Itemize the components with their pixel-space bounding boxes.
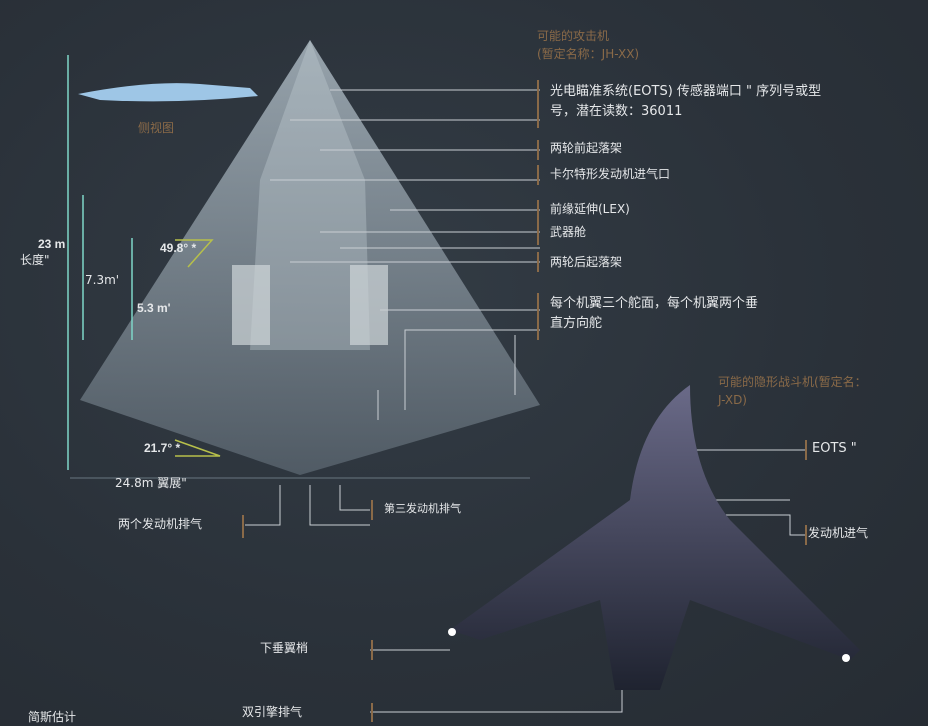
- dimension-arrows: [67, 55, 530, 479]
- length-value: 23 m: [38, 237, 66, 251]
- label-fighter-eots: EOTS ": [812, 441, 857, 456]
- label-fighter-intake: 发动机进气: [808, 526, 869, 540]
- fighter-subtitle: J-XD): [718, 393, 747, 407]
- side-view-silhouette: [78, 83, 258, 102]
- dim-5-3: 5.3 m': [137, 301, 171, 315]
- angle-markers: [174, 239, 221, 457]
- label-third-engine-exhaust: 第三发动机排气: [384, 502, 461, 515]
- label-main-gear: 两轮后起落架: [550, 255, 623, 269]
- label-nose-gear: 两轮前起落架: [550, 141, 623, 155]
- janes-estimate: 简斯估计: [28, 710, 77, 724]
- dim-7-3: 7.3m': [85, 273, 120, 287]
- label-drooped-wingtips: 下垂翼梢: [260, 641, 309, 655]
- attack-aircraft-planform: [80, 40, 540, 475]
- label-two-engine-exhaust: 两个发动机排气: [118, 517, 203, 531]
- label-intake: 卡尔特形发动机进气口: [550, 167, 671, 181]
- wingspan-label: 24.8m 翼展": [115, 476, 187, 490]
- angle-49-8: 49.8° *: [160, 241, 197, 255]
- attack-aircraft-subtitle: (暂定名称：JH-XX): [537, 47, 640, 61]
- fighter-title: 可能的隐形战斗机(暂定名：: [718, 375, 867, 389]
- label-eots: 光电瞄准系统(EOTS) 传感器端口 " 序列号或型: [550, 84, 822, 99]
- side-view-label: 侧视图: [138, 121, 175, 135]
- label-eots-2: 号，潜在读数：36011: [550, 104, 683, 119]
- attack-aircraft-title: 可能的攻击机: [537, 29, 610, 43]
- length-label: 长度": [20, 253, 50, 267]
- angle-21-7: 21.7° *: [144, 441, 181, 455]
- label-control-surfaces: 每个机翼三个舵面，每个机翼两个垂: [550, 296, 759, 311]
- stealth-fighter: [448, 385, 860, 690]
- leader-lines: [245, 89, 805, 713]
- label-ticks: [242, 80, 807, 722]
- label-control-surfaces-2: 直方向舵: [550, 316, 603, 331]
- label-twin-engine-exhaust: 双引擎排气: [242, 705, 303, 719]
- label-weapons-bay: 武器舱: [550, 225, 587, 239]
- label-lex: 前缘延伸(LEX): [550, 202, 630, 216]
